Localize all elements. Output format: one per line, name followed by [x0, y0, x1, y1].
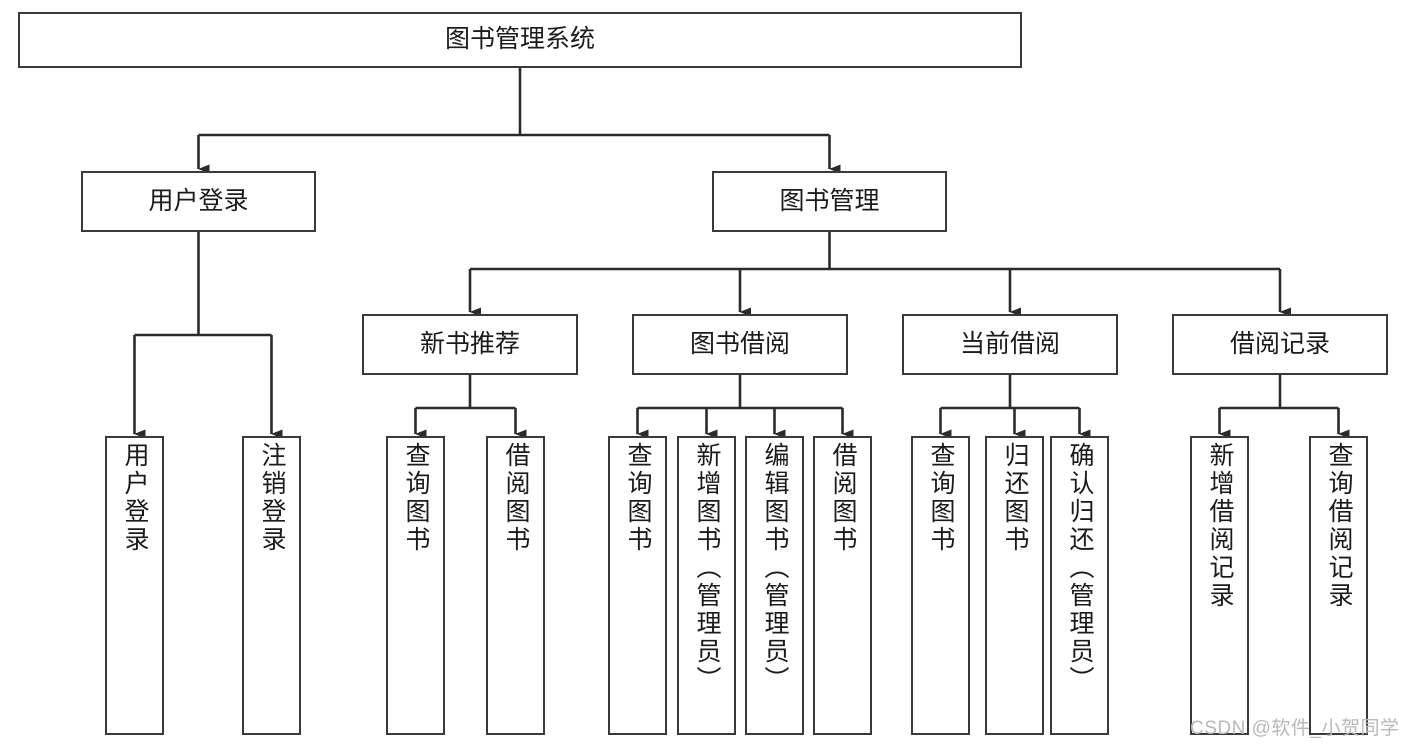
node-leaf-return-book[interactable]: 归还图书 [985, 436, 1044, 735]
node-label-leaf-borrow-book-2: 借阅图书 [829, 442, 857, 554]
node-leaf-query-book-2[interactable]: 查询图书 [608, 436, 667, 735]
node-root[interactable]: 图书管理系统 [18, 12, 1022, 68]
node-label-leaf-confirm-return-admin: 确认归还（管理员） [1066, 442, 1094, 694]
node-label-leaf-add-borrow-record: 新增借阅记录 [1206, 442, 1234, 610]
node-label-user-login: 用户登录 [148, 186, 249, 215]
node-leaf-borrow-book-2[interactable]: 借阅图书 [813, 436, 872, 735]
node-label-root: 图书管理系统 [444, 25, 595, 54]
node-current-borrow[interactable]: 当前借阅 [902, 314, 1118, 375]
node-leaf-confirm-return-admin[interactable]: 确认归还（管理员） [1050, 436, 1109, 735]
node-book-manage[interactable]: 图书管理 [712, 171, 947, 232]
node-label-leaf-query-book-2: 查询图书 [624, 442, 652, 554]
node-book-borrow[interactable]: 图书借阅 [632, 314, 848, 375]
node-new-book-recommend[interactable]: 新书推荐 [362, 314, 578, 375]
node-label-book-manage: 图书管理 [779, 186, 880, 215]
node-leaf-query-book-1[interactable]: 查询图书 [386, 436, 445, 735]
node-leaf-query-book-3[interactable]: 查询图书 [911, 436, 970, 735]
node-label-leaf-query-book-1: 查询图书 [402, 442, 430, 554]
node-label-leaf-logout: 注销登录 [258, 442, 286, 554]
node-label-leaf-add-book-admin: 新增图书（管理员） [693, 442, 721, 694]
node-leaf-query-borrow-record[interactable]: 查询借阅记录 [1309, 436, 1368, 735]
node-leaf-add-borrow-record[interactable]: 新增借阅记录 [1190, 436, 1249, 735]
node-label-current-borrow: 当前借阅 [959, 329, 1060, 358]
node-label-leaf-edit-book-admin: 编辑图书（管理员） [761, 442, 789, 694]
node-label-leaf-query-book-3: 查询图书 [927, 442, 955, 554]
node-label-book-borrow: 图书借阅 [689, 329, 790, 358]
tree-connectors [133, 68, 1350, 439]
node-user-login[interactable]: 用户登录 [81, 171, 316, 232]
node-label-leaf-borrow-book-1: 借阅图书 [502, 442, 530, 554]
node-label-borrow-record: 借阅记录 [1229, 329, 1330, 358]
node-leaf-borrow-book-1[interactable]: 借阅图书 [486, 436, 545, 735]
node-label-leaf-return-book: 归还图书 [1001, 442, 1029, 554]
node-label-new-book-recommend: 新书推荐 [419, 329, 520, 358]
node-leaf-edit-book-admin[interactable]: 编辑图书（管理员） [745, 436, 804, 735]
node-leaf-add-book-admin[interactable]: 新增图书（管理员） [677, 436, 736, 735]
node-leaf-user-login[interactable]: 用户登录 [105, 436, 164, 735]
node-leaf-logout[interactable]: 注销登录 [242, 436, 301, 735]
node-label-leaf-user-login: 用户登录 [121, 442, 149, 554]
node-label-leaf-query-borrow-record: 查询借阅记录 [1325, 442, 1353, 610]
node-borrow-record[interactable]: 借阅记录 [1172, 314, 1388, 375]
